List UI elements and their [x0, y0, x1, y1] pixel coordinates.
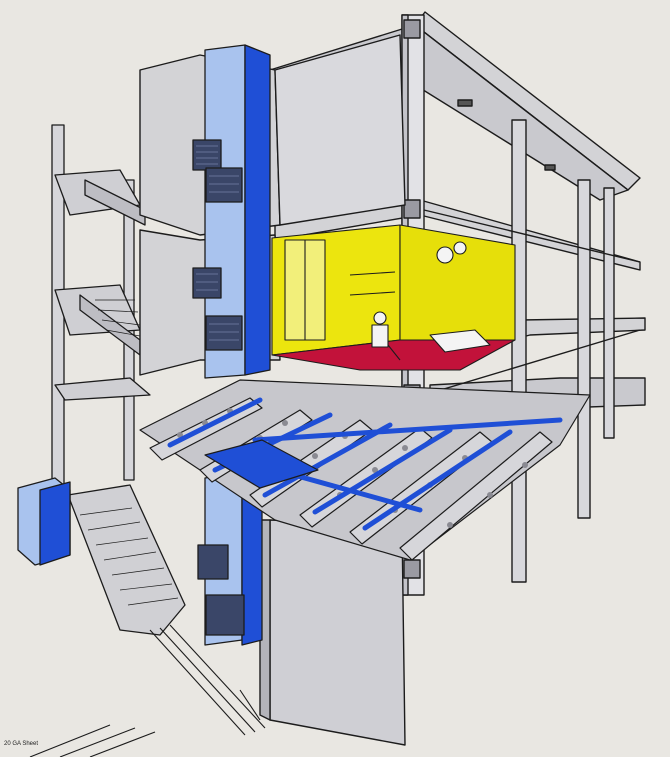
- vertical-duct-riser: [192, 44, 271, 646]
- left-stair-tower: [17, 124, 186, 636]
- corner-note-label: 20 GA Sheet: [4, 741, 39, 747]
- yellow-room-interior: [271, 224, 516, 371]
- interstitial-truss-floor: [139, 379, 591, 561]
- lower-utility-lines: [29, 624, 266, 757]
